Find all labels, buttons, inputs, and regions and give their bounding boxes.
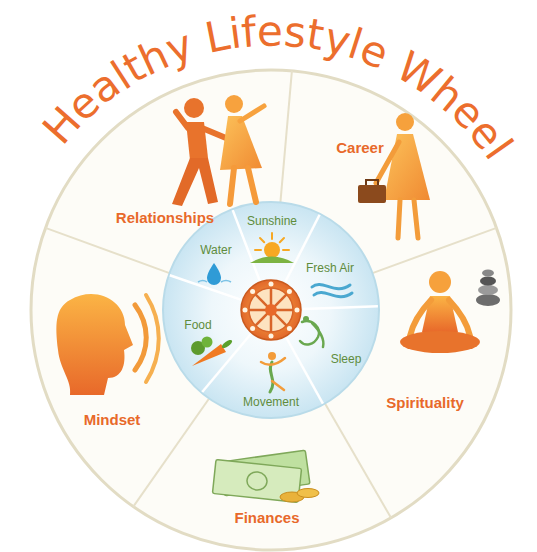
career-figure <box>358 113 430 238</box>
inner-dividers <box>170 210 378 404</box>
title-letter: l <box>478 132 519 166</box>
title-letter: t <box>304 13 327 57</box>
sleep-figure <box>300 316 323 347</box>
basic-need-label: Sleep <box>331 353 362 366</box>
area-label: Spirituality <box>386 395 464 412</box>
title-letter <box>378 38 408 82</box>
basic-need-label: Movement <box>243 396 299 409</box>
area-label: Career <box>336 140 384 157</box>
area-label: Mindset <box>84 412 141 429</box>
inner-wheel <box>163 202 379 418</box>
title-letter: h <box>424 70 471 119</box>
basic-need-label: Fresh Air <box>306 262 354 275</box>
title-letter: e <box>354 27 394 76</box>
briefcase <box>358 185 386 203</box>
meditation-figure <box>400 270 500 354</box>
basic-need-label: Food <box>184 319 211 332</box>
basic-need-label: Sunshine <box>247 215 297 228</box>
title-letter: s <box>283 11 309 55</box>
dancing-couple <box>172 95 264 206</box>
title-letter: t <box>116 46 151 91</box>
outer-wheel <box>31 70 511 550</box>
basic-need-label: Water <box>200 244 232 257</box>
title-letter: h <box>133 33 175 82</box>
title-letter: a <box>82 62 128 111</box>
title-letter: e <box>257 11 283 53</box>
title-letter: e <box>462 110 511 157</box>
title-letter: y <box>160 23 197 71</box>
money-bills <box>212 450 319 502</box>
title-letter: l <box>344 23 368 67</box>
title-letter: H <box>36 100 88 151</box>
title-letter: W <box>390 45 447 103</box>
movement-figure <box>261 352 285 392</box>
title-letter: L <box>201 14 232 60</box>
food-icon <box>191 337 233 367</box>
sun-icon <box>250 233 294 263</box>
stacked-stones <box>476 294 500 306</box>
water-drop <box>198 263 231 285</box>
air-waves <box>312 284 352 296</box>
title-letter: i <box>227 12 244 55</box>
title-letter <box>186 19 210 63</box>
area-label: Relationships <box>116 210 214 227</box>
center-mandala <box>241 280 301 340</box>
head-profile <box>56 294 158 395</box>
title-letter: e <box>444 89 492 137</box>
title-letter: l <box>105 55 138 97</box>
outer-dividers <box>46 71 497 518</box>
title-letter: f <box>240 11 258 54</box>
area-label: Finances <box>234 510 299 527</box>
title-letter: e <box>60 80 107 128</box>
title-letter: y <box>320 16 354 63</box>
